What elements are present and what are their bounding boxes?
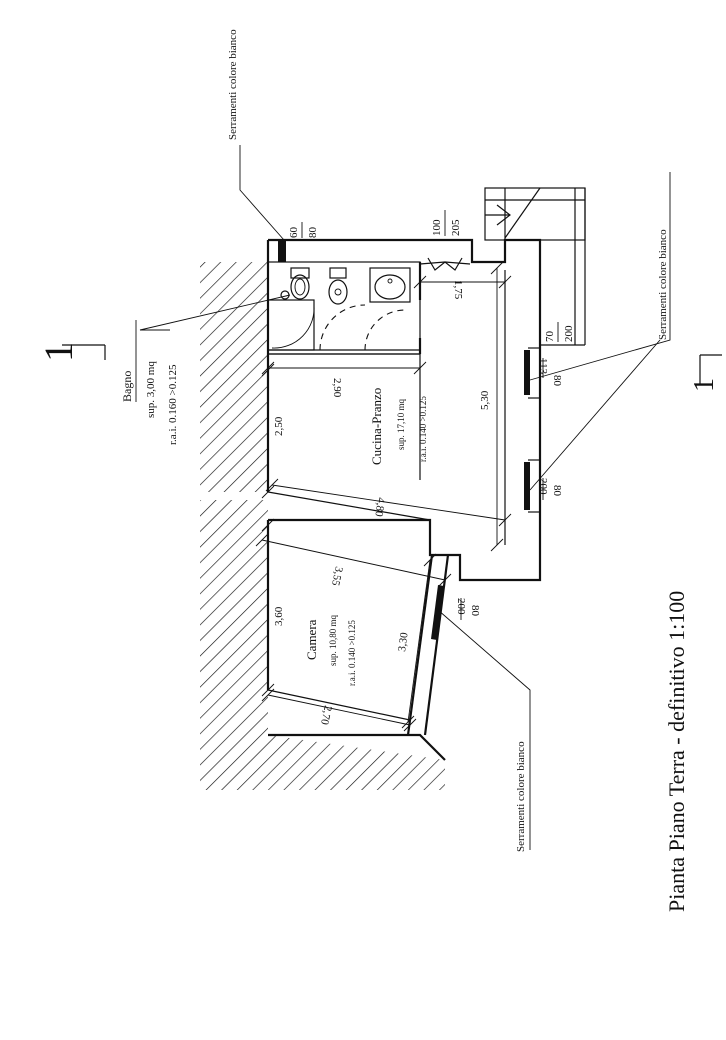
opening-size-window-2: 200 80 bbox=[537, 478, 563, 500]
window-bathroom bbox=[278, 240, 286, 262]
dim-label-250: 2,50 bbox=[273, 416, 285, 436]
drain-fixture bbox=[280, 290, 290, 300]
window-label-right: Serramenti colore bianco bbox=[657, 229, 669, 340]
opening-width: 70 bbox=[544, 331, 556, 343]
opening-size-window-3: 200 80 bbox=[455, 598, 481, 620]
bathroom-door-swing bbox=[319, 304, 406, 351]
opening-height: 205 bbox=[450, 219, 462, 236]
dim-label-270: 2,70 bbox=[318, 704, 334, 726]
dim-label-530: 5,30 bbox=[479, 390, 491, 410]
dim-label-290: 2,90 bbox=[331, 378, 343, 398]
plan-title: Pianta Piano Terra - definitivo 1:100 bbox=[664, 591, 689, 912]
section-mark-bottom-label: 1 bbox=[689, 378, 720, 392]
entrance-arrow-icon bbox=[485, 204, 511, 226]
window-label-bottom: Serramenti colore bianco bbox=[515, 741, 527, 852]
shower-tray bbox=[267, 299, 315, 351]
opening-size-window-1: 113 80 bbox=[537, 358, 563, 387]
opening-size-entrance: 100 205 bbox=[431, 210, 462, 236]
opening-height: 80 bbox=[307, 227, 319, 239]
dim-label-355: 3,55 bbox=[329, 565, 345, 587]
window-bedroom bbox=[431, 585, 444, 640]
opening-width: 80 bbox=[551, 485, 563, 497]
room-area: sup. 10,80 mq bbox=[328, 614, 338, 666]
room-rai: r.a.i. 0.140 >0.125 bbox=[418, 396, 428, 462]
section-mark-bottom: 1 bbox=[689, 354, 722, 392]
room-area: sup. 17,10 mq bbox=[396, 398, 406, 450]
opening-width: 80 bbox=[551, 375, 563, 387]
room-area: sup. 3,00 mq bbox=[145, 361, 157, 418]
washbasin bbox=[369, 267, 411, 303]
window-label-top: Serramenti colore bianco bbox=[227, 29, 239, 140]
window-right-1 bbox=[524, 350, 530, 395]
dim-label-480: 4,80 bbox=[372, 497, 387, 518]
dim-label-360: 3,60 bbox=[273, 606, 285, 626]
room-rai: r.a.i. 0.160 >0.125 bbox=[167, 364, 179, 445]
room-name: Bagno bbox=[120, 371, 134, 402]
bidet bbox=[328, 267, 348, 305]
window-right-2 bbox=[524, 462, 530, 510]
opening-size-exterior: 70 200 bbox=[544, 322, 575, 342]
room-name: Camera bbox=[304, 619, 319, 660]
opening-width: 100 bbox=[431, 219, 443, 236]
opening-height: 200 bbox=[563, 325, 575, 342]
room-label-camera: Camera sup. 10,80 mq r.a.i. 0.140 >0.125 bbox=[304, 614, 357, 686]
dimension-lines bbox=[255, 261, 512, 732]
dim-label-175: 1,75 bbox=[452, 280, 464, 300]
bedroom-walls bbox=[267, 518, 448, 721]
dim-label-330: 3,30 bbox=[396, 631, 411, 652]
opening-width: 60 bbox=[288, 227, 300, 239]
hatched-retaining-wall-bottom bbox=[200, 690, 446, 790]
hatched-retaining-wall-middle bbox=[200, 500, 270, 690]
room-label-cucina: Cucina-Pranzo sup. 17,10 mq r.a.i. 0.140… bbox=[369, 388, 428, 465]
entrance-door-swing bbox=[419, 257, 471, 272]
room-rai: r.a.i. 0.140 >0.125 bbox=[347, 620, 357, 686]
opening-width: 80 bbox=[469, 605, 481, 617]
leader-lines bbox=[139, 145, 671, 850]
entrance-steps bbox=[484, 187, 586, 346]
opening-size-bathroom: 60 80 bbox=[288, 222, 319, 238]
section-mark-top-label: 1 bbox=[36, 342, 81, 362]
section-mark-top: 1 bbox=[36, 342, 106, 362]
toilet bbox=[290, 267, 310, 300]
hatched-retaining-wall-top bbox=[200, 262, 270, 492]
room-name: Cucina-Pranzo bbox=[369, 388, 384, 465]
room-label-bagno: Bagno sup. 3,00 mq r.a.i. 0.160 >0.125 bbox=[120, 320, 179, 445]
